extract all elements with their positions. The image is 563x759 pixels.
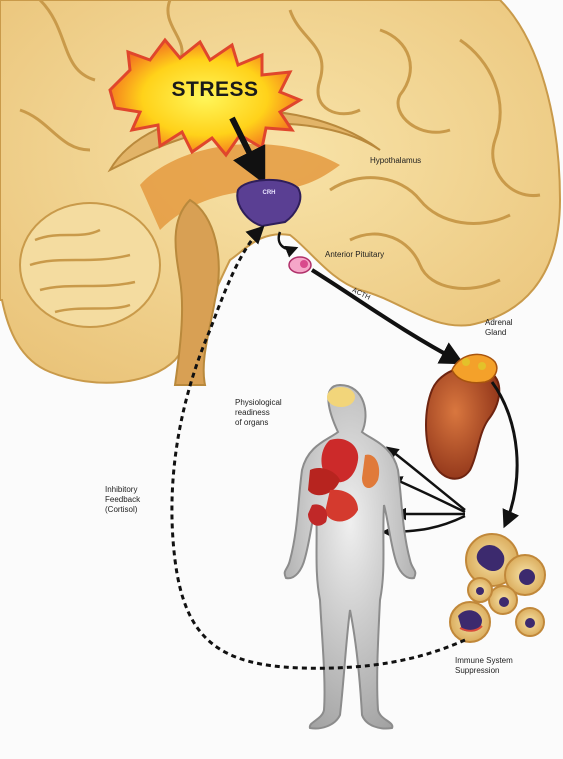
immune-suppression-label: Immune System Suppression — [455, 656, 513, 676]
immune-cells — [450, 534, 545, 642]
human-body — [285, 385, 416, 728]
hypothalamus-label: Hypothalamus — [370, 156, 421, 166]
inhibitory-feedback-label: Inhibitory Feedback (Cortisol) — [105, 485, 140, 515]
adrenal-gland-label: Adrenal Gland — [485, 318, 513, 338]
stress-label: STRESS — [150, 78, 280, 102]
adrenal-gland-kidney — [426, 354, 499, 478]
pituitary-core — [300, 260, 308, 268]
anterior-pituitary-label: Anterior Pituitary — [325, 250, 384, 260]
hypothalamus-marker: CRH — [254, 190, 284, 196]
physiological-readiness-label: Physiological readiness of organs — [235, 398, 282, 428]
